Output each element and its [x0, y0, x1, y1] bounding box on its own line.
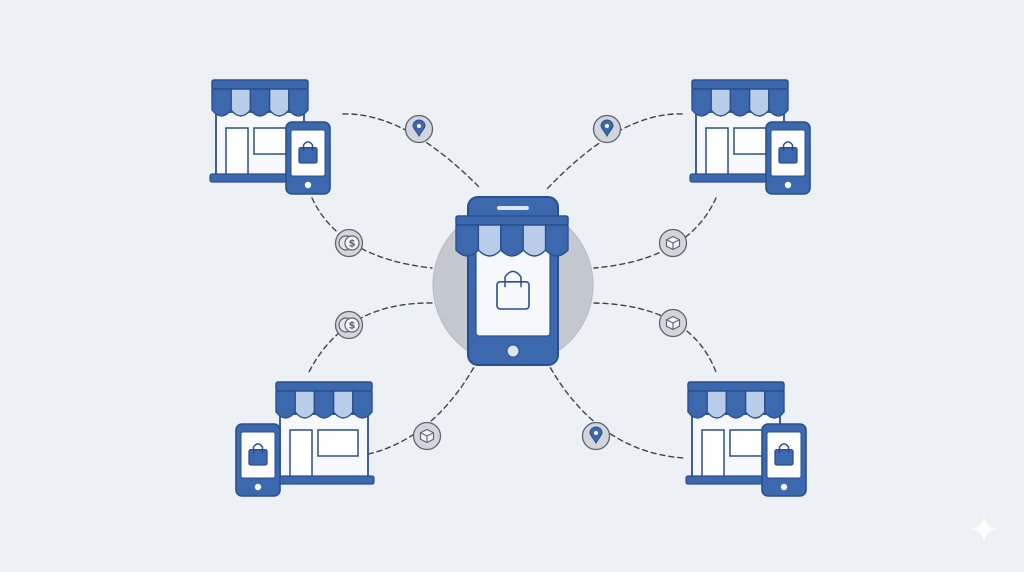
awning-scallop — [768, 88, 789, 117]
awning-scallop — [725, 390, 747, 419]
dashed-connector — [593, 302, 717, 373]
awning-scallop — [500, 224, 524, 257]
badge-dollar-coins-icon: $ — [334, 310, 364, 340]
pin-dot — [417, 124, 421, 128]
bag-handle — [782, 141, 794, 152]
bag-handle — [302, 141, 314, 152]
store-node-top-right — [689, 79, 811, 195]
awning-scallop — [522, 224, 547, 257]
awning-scallop — [687, 390, 708, 419]
pin-dot — [605, 124, 609, 128]
awning-scallop — [744, 390, 766, 419]
awning-scallop — [352, 390, 373, 419]
awning-scallop — [294, 390, 316, 419]
badge-dollar-coins-icon: $ — [334, 228, 364, 258]
store-door — [701, 429, 725, 479]
store-door — [705, 127, 729, 177]
box-edges — [666, 239, 680, 250]
badge-package-box-icon — [412, 421, 442, 451]
awning-scallop — [455, 224, 480, 257]
bag-handle — [778, 443, 790, 454]
awning-top — [687, 381, 785, 392]
center-hub — [432, 196, 594, 366]
awning-top — [211, 79, 309, 90]
dashed-connector — [311, 197, 433, 269]
dashed-connector — [545, 359, 685, 459]
awning-scallop — [544, 224, 569, 257]
badge-location-pin-icon — [581, 421, 611, 451]
badge-package-box-icon — [658, 308, 688, 338]
hub-phone-home-button — [506, 344, 520, 358]
coin-front — [344, 235, 360, 251]
awning-scallop — [691, 88, 712, 117]
dollar-coins-icon: $ — [349, 321, 356, 332]
awning-top — [275, 381, 373, 392]
awning-scallop — [230, 88, 252, 117]
store-door — [289, 429, 313, 479]
dashed-connector — [593, 197, 717, 269]
store-node-top-left — [209, 79, 331, 195]
bag-handle — [252, 443, 264, 454]
phone-home-button — [304, 181, 312, 189]
awning-scallop — [729, 88, 751, 117]
hub-phone-speaker — [497, 206, 529, 210]
store-node-bottom-left — [235, 381, 375, 497]
badge-package-box-icon — [658, 228, 688, 258]
phone-home-button — [254, 483, 262, 491]
awning-top — [691, 79, 789, 90]
bag-body — [496, 280, 530, 310]
store-window — [317, 429, 359, 457]
box-edges — [420, 432, 434, 443]
phone-home-button — [784, 181, 792, 189]
coin-front — [344, 317, 360, 333]
bag-handle — [504, 270, 522, 288]
awning-scallop — [275, 390, 296, 419]
awning-scallop — [249, 88, 271, 117]
sparkle-icon — [971, 516, 997, 542]
dollar-coins-icon: $ — [349, 239, 356, 250]
awning-scallop — [748, 88, 770, 117]
awning-top — [455, 215, 569, 226]
awning-scallop — [313, 390, 335, 419]
dashed-connector — [308, 302, 433, 373]
box-edges — [666, 319, 680, 330]
awning-scallop — [268, 88, 290, 117]
awning-scallop — [211, 88, 232, 117]
awning-scallop — [710, 88, 732, 117]
smartphone-storefront-icon — [455, 196, 569, 366]
phone-home-button — [780, 483, 788, 491]
badge-location-pin-icon — [592, 114, 622, 144]
pin-dot — [594, 431, 598, 435]
awning-scallop — [288, 88, 309, 117]
awning-scallop — [477, 224, 502, 257]
awning-scallop — [706, 390, 728, 419]
store-base — [273, 475, 375, 485]
bag-body — [248, 449, 268, 466]
awning-scallop — [332, 390, 354, 419]
store-door — [225, 127, 249, 177]
store-node-bottom-right — [685, 381, 807, 497]
bag-body — [778, 147, 798, 164]
badge-location-pin-icon — [404, 114, 434, 144]
awning-scallop — [764, 390, 785, 419]
bag-body — [774, 449, 794, 466]
bag-body — [298, 147, 318, 164]
